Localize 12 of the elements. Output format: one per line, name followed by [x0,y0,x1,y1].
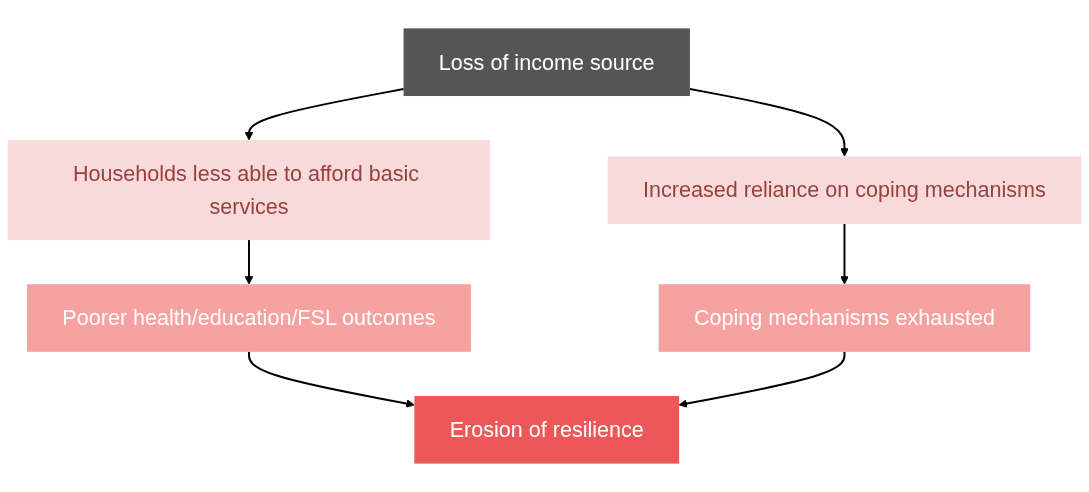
node-box: Coping mechanisms exhausted [658,284,1031,352]
node-box: Erosion of resilience [414,396,680,464]
node-box: Loss of income source [403,28,690,96]
arrow [244,88,405,141]
arrow [248,350,415,408]
node-box: Households less able to afford basic services [7,140,491,241]
arrow [840,222,849,285]
arrow [678,350,846,408]
node-box: Increased reliance on coping mechanisms [607,156,1082,224]
node-box: Poorer health/education/FSL outcomes [27,284,471,352]
arrow [688,88,849,157]
arrow [244,239,254,285]
